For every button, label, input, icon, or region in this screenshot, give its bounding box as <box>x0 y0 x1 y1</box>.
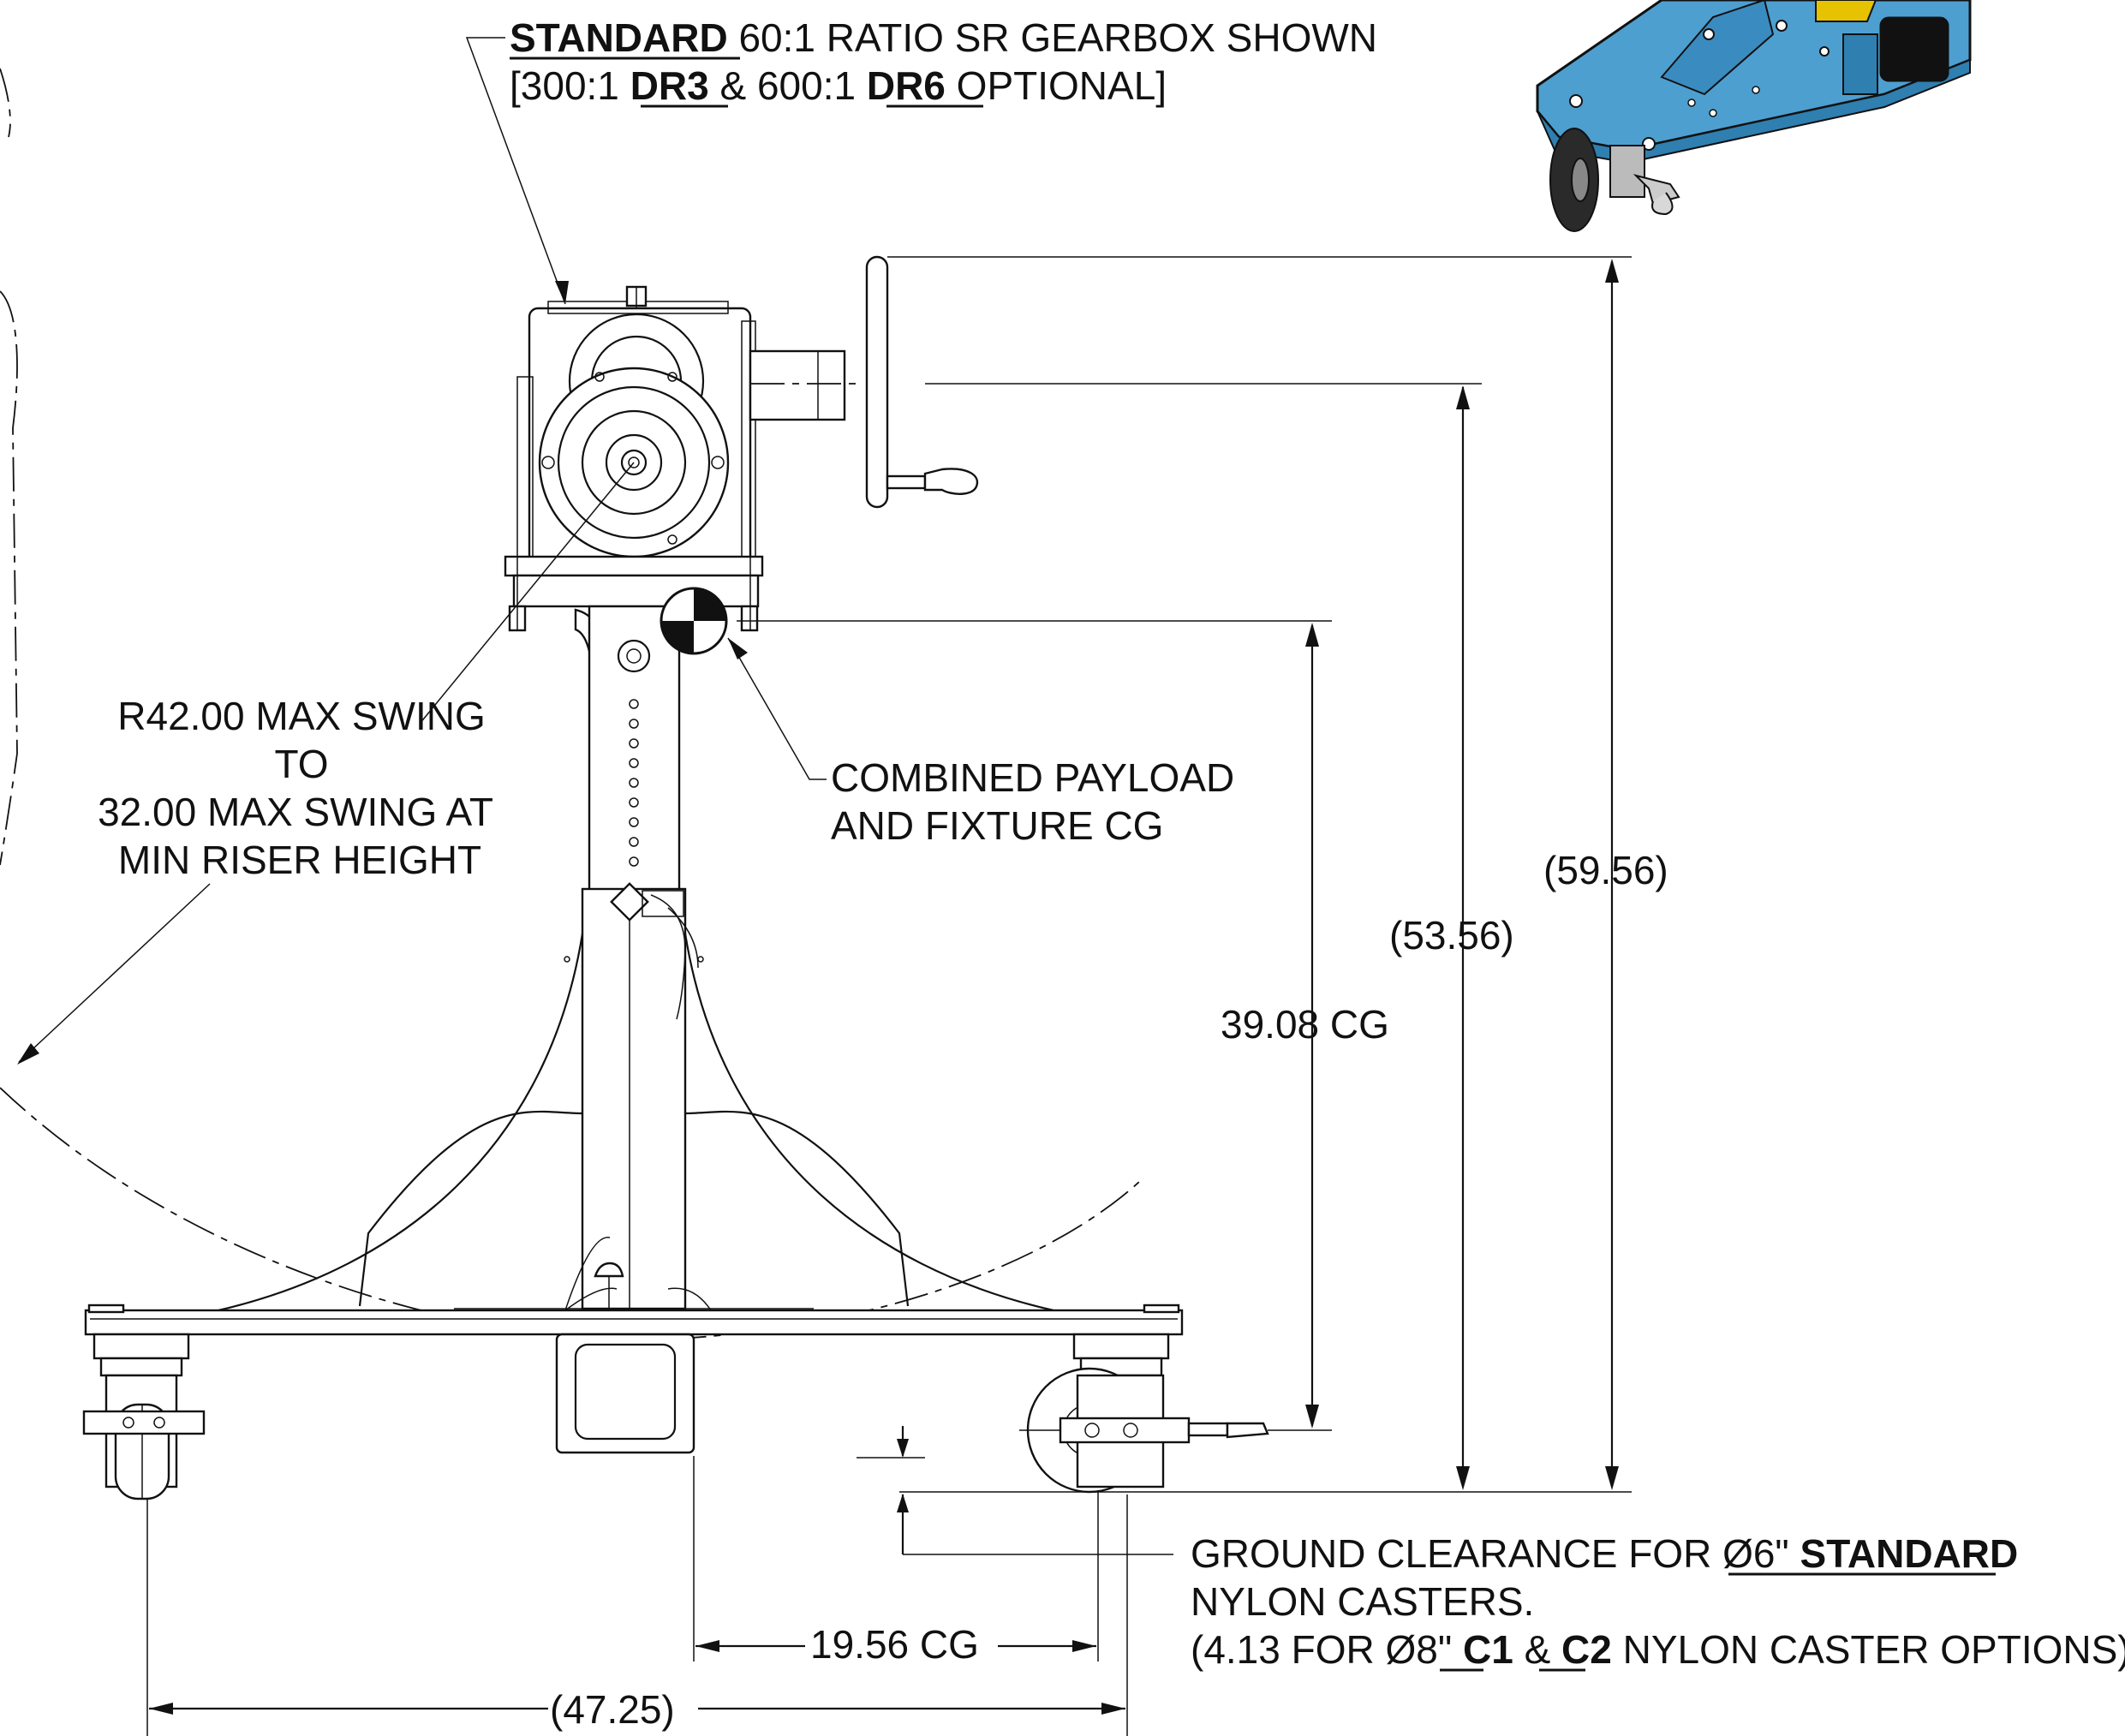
clearance-callout-line3c: & <box>1513 1627 1561 1672</box>
cg-horizontal-label: 19.56 CG <box>810 1622 979 1667</box>
swing-callout-line2: TO <box>274 742 328 786</box>
swing-callout-line3: 32.00 MAX SWING AT <box>98 790 493 834</box>
right-caster <box>1019 1333 1269 1494</box>
swing-callout-line1: R42.00 MAX SWING <box>117 694 485 738</box>
cg-height-label: 39.08 CG <box>1221 1002 1389 1047</box>
left-caster <box>82 1333 206 1507</box>
cg-callout-line1: COMBINED PAYLOAD <box>831 755 1234 800</box>
clearance-callout-line2: NYLON CASTERS. <box>1191 1579 1534 1624</box>
riser-column <box>564 605 699 1311</box>
base-width-label: (47.25) <box>550 1687 675 1732</box>
dimension-lines <box>146 256 1632 1736</box>
overall-height-label: (59.56) <box>1543 848 1668 892</box>
svg-text:STANDARD 60:1 RATIO SR GEARBOX: STANDARD 60:1 RATIO SR GEARBOX SHOWN <box>510 15 1377 60</box>
dimension-labels: (59.56) (53.56) 39.08 CG 19.56 CG (47.25… <box>550 848 1668 1732</box>
cg-symbol <box>660 587 728 655</box>
clearance-callout-standard: STANDARD <box>1800 1531 2019 1576</box>
cg-callout-line2: AND FIXTURE CG <box>831 803 1163 848</box>
cg-callout: COMBINED PAYLOAD AND FIXTURE CG <box>831 755 1234 848</box>
swing-callout: R42.00 MAX SWING TO 32.00 MAX SWING AT M… <box>98 694 493 882</box>
gearbox-assembly <box>504 255 979 661</box>
base-frame <box>84 933 1184 1454</box>
svg-text:(4.13 FOR Ø8" C1 & C2 NYLON CA: (4.13 FOR Ø8" C1 & C2 NYLON CASTER OPTIO… <box>1191 1627 2125 1672</box>
gearbox-callout-line2e: OPTIONAL] <box>946 63 1167 108</box>
handwheel-height-label: (53.56) <box>1389 913 1514 957</box>
gearbox-callout-dr6: DR6 <box>867 63 946 108</box>
clearance-callout-line3e: NYLON CASTER OPTIONS) <box>1612 1627 2125 1672</box>
leader-lines <box>17 37 827 1065</box>
svg-text:GROUND CLEARANCE FOR Ø6" STAND: GROUND CLEARANCE FOR Ø6" STANDARD <box>1191 1531 2018 1576</box>
swing-callout-line4: MIN RISER HEIGHT <box>118 838 481 882</box>
clearance-callout-c1: C1 <box>1463 1627 1513 1672</box>
gearbox-callout-bold: STANDARD <box>510 15 728 60</box>
clearance-callout-c2: C2 <box>1561 1627 1612 1672</box>
clearance-callout-line1: GROUND CLEARANCE FOR Ø6" <box>1191 1531 1800 1576</box>
svg-text:[300:1 DR3 & 600:1 DR6 OPTIONA: [300:1 DR3 & 600:1 DR6 OPTIONAL] <box>510 63 1167 108</box>
clearance-callout: GROUND CLEARANCE FOR Ø6" STANDARD NYLON … <box>1191 1531 2125 1672</box>
gearbox-callout: STANDARD 60:1 RATIO SR GEARBOX SHOWN [30… <box>510 15 1377 108</box>
gearbox-callout-dr3: DR3 <box>630 63 709 108</box>
clearance-callout-line3a: (4.13 FOR Ø8" <box>1191 1627 1463 1672</box>
isometric-base-view <box>1536 0 1972 232</box>
gearbox-callout-line1: 60:1 RATIO SR GEARBOX SHOWN <box>728 15 1377 60</box>
gearbox-callout-line2a: [300:1 <box>510 63 630 108</box>
gearbox-callout-line2c: & 600:1 <box>709 63 867 108</box>
